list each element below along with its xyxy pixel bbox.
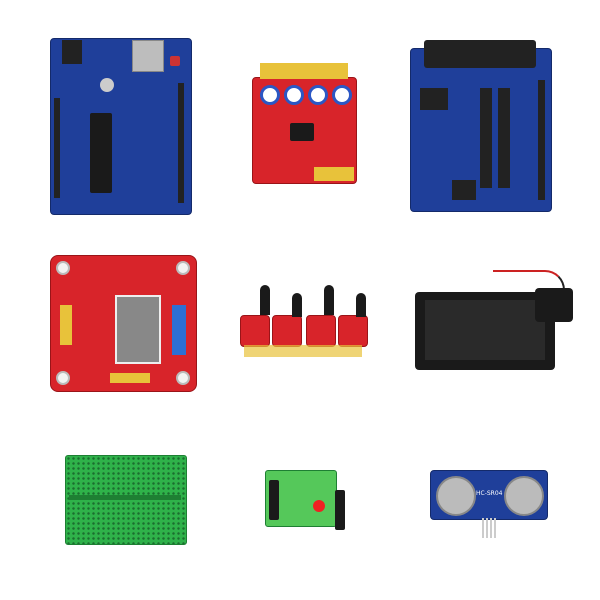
ultrasonic-sensor: HC-SR04 [430, 470, 548, 540]
four-channel-tracking-board [252, 55, 357, 190]
small-green-module [265, 470, 350, 535]
battery-holder [415, 268, 573, 370]
motor-driver-board [50, 255, 197, 392]
ir-sensor-modules [240, 285, 368, 360]
ultrasonic-label: HC-SR04 [476, 490, 503, 497]
arduino-board [50, 38, 192, 215]
sensor-shield [410, 40, 552, 212]
mini-breadboard [65, 455, 187, 545]
